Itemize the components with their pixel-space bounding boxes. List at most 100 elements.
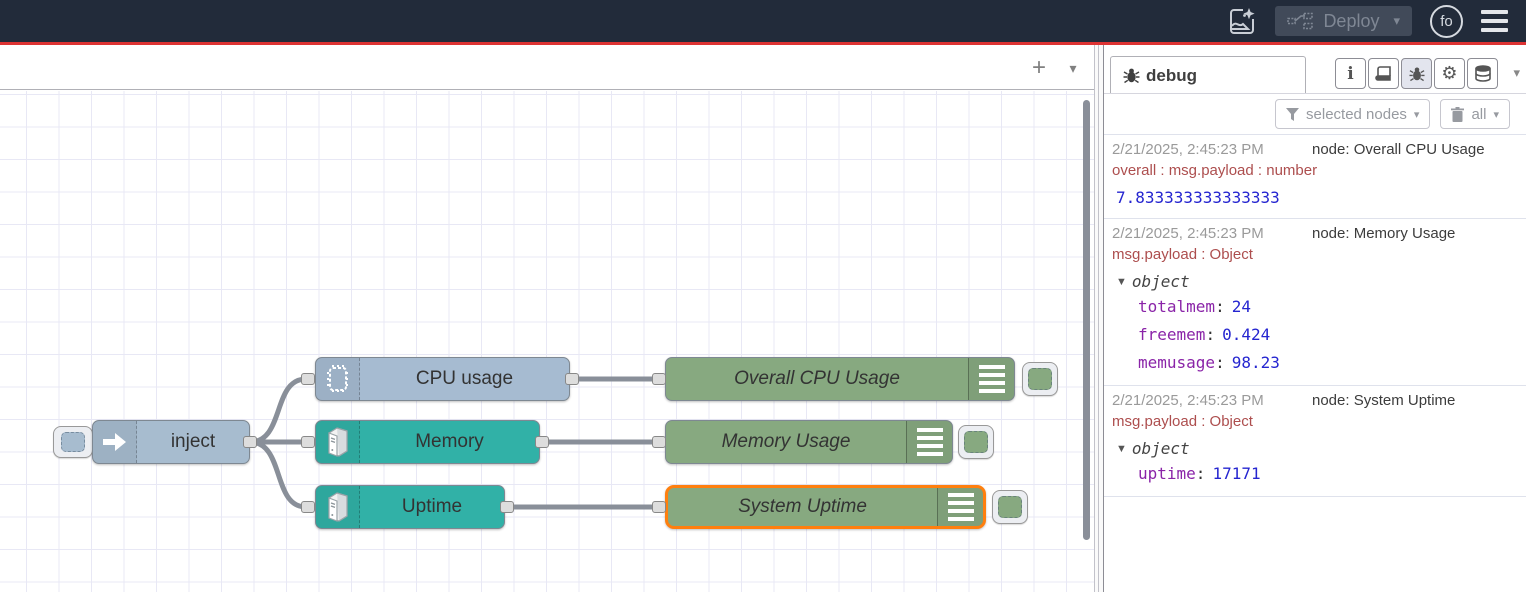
- port-in-overall-cpu[interactable]: [652, 373, 666, 385]
- node-label: Memory Usage: [721, 431, 851, 452]
- message-timestamp: 2/21/2025, 2:45:23 PM: [1112, 141, 1264, 158]
- clear-messages-button[interactable]: all ▾: [1440, 99, 1510, 129]
- port-in-cpu[interactable]: [301, 373, 315, 385]
- object-label: object: [1131, 439, 1190, 458]
- tab-info[interactable]: i: [1335, 58, 1366, 89]
- message-topic: msg.payload : Object: [1112, 413, 1253, 430]
- deploy-caret-icon[interactable]: ▾: [1393, 13, 1400, 28]
- tab-debug-label: debug: [1146, 65, 1197, 85]
- header-bar: Deploy ▾ fo: [0, 0, 1526, 42]
- flow-workspace[interactable]: inject CPU usage Memory: [0, 91, 1094, 592]
- gear-icon: ⚙: [1441, 63, 1458, 83]
- flow-node-system-uptime[interactable]: System Uptime: [665, 485, 986, 529]
- filter-label: selected nodes: [1306, 105, 1407, 123]
- port-in-uptime[interactable]: [301, 501, 315, 513]
- book-icon: [1374, 65, 1393, 82]
- canvas-vertical-scrollbar[interactable]: [1083, 100, 1090, 540]
- object-property: uptime:17171: [1138, 464, 1261, 483]
- wires-layer: [247, 376, 662, 510]
- object-property: freemem:0.424: [1138, 325, 1271, 344]
- console-icon: [968, 358, 1014, 400]
- chevron-down-icon: ▾: [1413, 108, 1420, 121]
- flow-node-inject[interactable]: inject: [92, 420, 250, 464]
- object-property: totalmem:24: [1138, 297, 1251, 316]
- debug-message[interactable]: 2/21/2025, 2:45:23 PM node: System Uptim…: [1104, 386, 1526, 497]
- debug-toggle-button-overall-cpu[interactable]: [1022, 362, 1058, 396]
- bug-icon: [1123, 67, 1140, 84]
- inject-arrow-icon: [93, 421, 137, 463]
- node-label: System Uptime: [738, 496, 867, 517]
- tab-settings[interactable]: ⚙: [1434, 58, 1465, 89]
- debug-message[interactable]: 2/21/2025, 2:45:23 PM node: Memory Usage…: [1104, 219, 1526, 386]
- chevron-down-icon: ▾: [1069, 59, 1077, 76]
- tab-debug-mini[interactable]: [1401, 58, 1432, 89]
- flow-node-cpu-usage[interactable]: CPU usage: [315, 357, 570, 401]
- node-label: Memory: [415, 431, 484, 452]
- funnel-icon: [1286, 107, 1300, 121]
- trash-icon: [1451, 106, 1465, 122]
- filter-nodes-button[interactable]: selected nodes ▾: [1275, 99, 1431, 129]
- sidebar-tabs-chevron-icon[interactable]: ▾: [1513, 65, 1520, 80]
- main-menu-icon[interactable]: [1481, 10, 1508, 32]
- flow-node-uptime[interactable]: Uptime: [315, 485, 505, 529]
- object-property: memusage:98.23: [1138, 353, 1280, 372]
- port-in-memory-usage[interactable]: [652, 436, 666, 448]
- server-icon: [316, 486, 360, 528]
- flow-node-memory[interactable]: Memory: [315, 420, 540, 464]
- tab-help[interactable]: [1368, 58, 1399, 89]
- flow-node-overall-cpu-usage[interactable]: Overall CPU Usage: [665, 357, 1015, 401]
- message-timestamp: 2/21/2025, 2:45:23 PM: [1112, 225, 1264, 242]
- header-accent-line: [0, 42, 1526, 45]
- node-label: Uptime: [401, 496, 463, 517]
- message-source-node: node: Overall CPU Usage: [1312, 141, 1485, 158]
- cpu-chip-icon: [316, 358, 360, 400]
- collapse-caret-icon[interactable]: ▼: [1116, 443, 1127, 455]
- port-out-cpu[interactable]: [565, 373, 579, 385]
- message-topic: overall : msg.payload : number: [1112, 162, 1318, 179]
- flow-node-memory-usage[interactable]: Memory Usage: [665, 420, 953, 464]
- clear-label: all: [1471, 105, 1487, 123]
- debug-toolbar: selected nodes ▾ all ▾: [1104, 94, 1526, 134]
- inject-trigger-button[interactable]: [53, 426, 93, 458]
- tab-debug[interactable]: debug: [1110, 56, 1306, 94]
- deploy-icon: [1287, 12, 1314, 30]
- object-label: object: [1131, 272, 1190, 291]
- console-icon: [937, 488, 983, 526]
- tab-context[interactable]: [1467, 58, 1498, 89]
- message-source-node: node: Memory Usage: [1312, 225, 1456, 242]
- port-in-memory[interactable]: [301, 436, 315, 448]
- debug-message-list[interactable]: 2/21/2025, 2:45:23 PM node: Overall CPU …: [1104, 134, 1526, 592]
- message-source-node: node: System Uptime: [1312, 392, 1456, 409]
- bug-icon: [1408, 66, 1425, 82]
- message-topic: msg.payload : Object: [1112, 246, 1253, 263]
- info-icon: i: [1347, 63, 1354, 84]
- wire-inject-uptime[interactable]: [247, 439, 309, 510]
- port-out-uptime[interactable]: [500, 501, 514, 513]
- flow-canvas-pane: + ▾ inject: [0, 45, 1094, 592]
- user-avatar[interactable]: fo: [1430, 4, 1463, 38]
- debug-toggle-button-system-uptime[interactable]: [992, 490, 1028, 524]
- ai-flow-icon[interactable]: [1227, 6, 1257, 36]
- deploy-label: Deploy: [1323, 10, 1380, 31]
- port-out-memory[interactable]: [535, 436, 549, 448]
- collapse-caret-icon[interactable]: ▼: [1116, 276, 1127, 288]
- wire-inject-cpu[interactable]: [247, 376, 309, 445]
- port-out-inject[interactable]: [243, 436, 257, 448]
- node-label: inject: [170, 431, 216, 452]
- sidebar-mini-tabs: i ⚙: [1335, 58, 1498, 89]
- message-value: 7.833333333333333: [1116, 188, 1280, 207]
- server-icon: [316, 421, 360, 463]
- port-in-system-uptime[interactable]: [652, 501, 666, 513]
- sidebar-splitter[interactable]: [1094, 45, 1104, 592]
- console-icon: [906, 421, 952, 463]
- database-icon: [1474, 65, 1492, 82]
- message-timestamp: 2/21/2025, 2:45:23 PM: [1112, 392, 1264, 409]
- add-flow-button[interactable]: +: [1024, 53, 1054, 83]
- deploy-button[interactable]: Deploy ▾: [1275, 6, 1412, 36]
- node-label: CPU usage: [415, 368, 514, 389]
- debug-message[interactable]: 2/21/2025, 2:45:23 PM node: Overall CPU …: [1104, 135, 1526, 219]
- plus-icon: +: [1031, 54, 1046, 81]
- flow-list-button[interactable]: ▾: [1058, 53, 1088, 83]
- debug-toggle-button-memory-usage[interactable]: [958, 425, 994, 459]
- sidebar-tabbar: debug i: [1104, 45, 1526, 94]
